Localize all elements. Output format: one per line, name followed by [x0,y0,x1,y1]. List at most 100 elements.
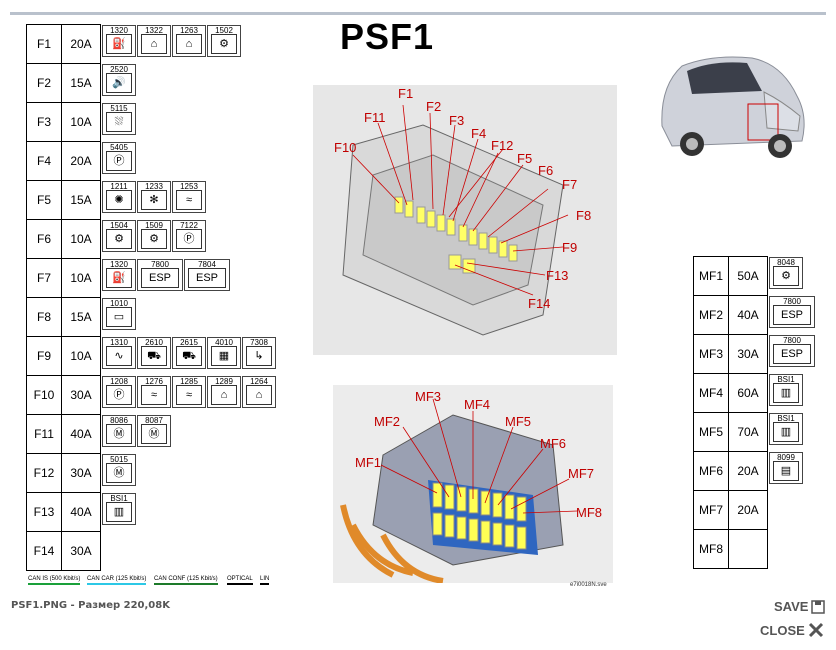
fuse-label: F14 [26,531,62,571]
fuse-components [767,529,817,569]
fuse-amperage: 10A [61,258,101,298]
callout-label: MF1 [355,455,381,470]
callout-label: MF6 [540,436,566,451]
component-icon: ✻ [141,189,167,210]
component-icon: ▦ [211,345,237,366]
component-icon: ≈ [141,384,167,405]
component-icon: ▤ [773,460,799,481]
component-code: 8086 [110,415,128,425]
component-box: 2610⛟ [137,336,171,369]
save-button[interactable]: SAVE [774,599,826,614]
component-icon: ✺ [106,189,132,210]
component-icon: ▥ [773,382,799,403]
callout-label: F14 [528,296,551,311]
fuse-amperage: 15A [61,297,101,337]
component-code: 7800 [783,296,801,306]
fuse-amperage: 60A [728,373,768,413]
component-icon: ESP [773,304,811,325]
page-title: PSF1 [340,16,435,57]
component-code: BSI1 [110,493,128,503]
component-code: 1289 [215,376,233,386]
component-box: 1010▭ [102,297,136,330]
component-box: 1264⌂ [242,375,276,408]
component-icon: ⛟ [141,345,167,366]
component-code: 1504 [110,220,128,230]
fuse-label: MF2 [693,295,729,335]
fuse-amperage: 40A [61,492,101,532]
legend-label: CAN IS (500 Kbit/s) [28,576,81,582]
fuse-amperage: 20A [728,490,768,530]
component-code: 5015 [110,454,128,464]
component-box: 1276≈ [137,375,171,408]
fuse-label: F6 [26,219,62,259]
component-code: 1208 [110,376,128,386]
callout-label: F13 [546,268,569,283]
close-label: CLOSE [760,622,805,638]
component-code: 2610 [145,337,163,347]
fuse-components [767,490,817,530]
fuse-components: 2520🔊 [100,63,278,103]
callout-label: F8 [576,208,592,223]
fuse-amperage: 10A [61,336,101,376]
component-icon: ⚙ [773,265,799,286]
component-code: 1320 [110,259,128,269]
callout-label: F12 [491,138,514,153]
legend-swatch [87,583,147,585]
close-button[interactable]: CLOSE [760,622,824,638]
fuse-components: 8048⚙ [767,256,817,296]
component-code: 2615 [180,337,198,347]
fuse-label: F8 [26,297,62,337]
component-code: 2520 [110,64,128,74]
fuse-components: 5115⛆ [100,102,278,142]
fuse-amperage: 40A [61,414,101,454]
legend-label: CAN CAR (125 Kbit/s) [87,576,147,582]
component-code: 1509 [145,220,163,230]
component-code: 1285 [180,376,198,386]
fuse-label: F3 [26,102,62,142]
callout-label: F10 [334,140,357,155]
component-code: 7308 [250,337,268,347]
component-box: 1320⛽ [102,258,136,291]
component-icon: ⛽ [106,33,132,54]
component-box: 8048⚙ [769,256,803,289]
callout-label: F4 [471,126,487,141]
fuse-label: MF6 [693,451,729,491]
component-box: 1509⚙ [137,219,171,252]
fuse-amperage: 40A [728,295,768,335]
component-code: 1263 [180,25,198,35]
fuse-amperage: 10A [61,219,101,259]
component-code: 7804 [198,259,216,269]
fuse-row: MF8 [693,529,817,569]
callout-label: F6 [538,163,554,178]
legend-item: CAN IS (500 Kbit/s) [28,576,81,585]
legend-label: CAN CONF (125 Kbit/s) [154,576,218,582]
component-icon: Ⓟ [106,384,132,405]
component-box: 2615⛟ [172,336,206,369]
callout-label: F5 [517,151,533,166]
component-box: 1263⌂ [172,24,206,57]
component-box: BSI1▥ [769,412,803,445]
component-code: BSI1 [777,413,795,423]
fuse-label: F10 [26,375,62,415]
fuse-label: MF1 [693,256,729,296]
legend-swatch [227,583,253,585]
floppy-disk-icon [811,599,826,614]
component-box: 1285≈ [172,375,206,408]
component-code: 7122 [180,220,198,230]
component-icon: Ⓟ [176,228,202,249]
